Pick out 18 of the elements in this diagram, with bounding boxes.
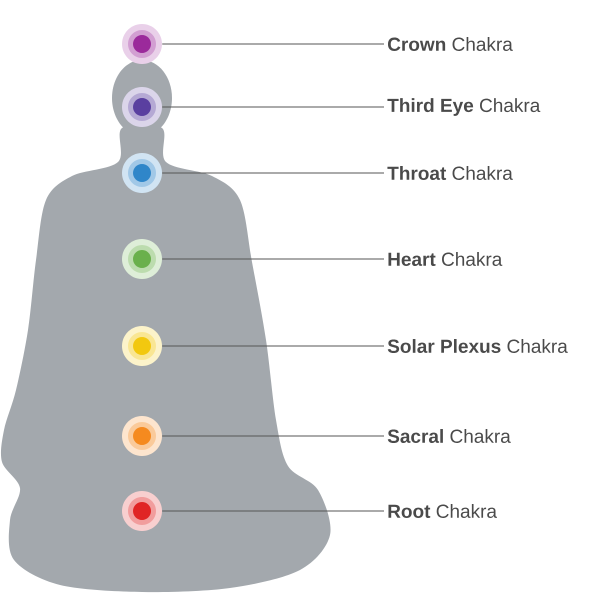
chakra-dot [122, 153, 162, 193]
chakra-label: Solar Plexus Chakra [388, 339, 568, 353]
chakra-label: Throat Chakra [387, 166, 513, 180]
leader-line [162, 106, 384, 108]
leader-line [162, 510, 384, 512]
chakra-dot [122, 239, 162, 279]
chakra-label: Third Eye Chakra [387, 98, 540, 116]
chakra-dot [122, 326, 162, 366]
leader-line [162, 172, 384, 174]
chakra-label: Sacral Chakra [388, 429, 511, 443]
chakra-label: Root Chakra [388, 504, 497, 518]
chakra-dot [122, 87, 162, 127]
chakra-label: Crown Chakra [388, 37, 513, 51]
chakra-label: Heart Chakra [388, 252, 502, 266]
chakra-dot [122, 491, 162, 531]
chakra-dot [122, 24, 162, 64]
leader-line [162, 258, 384, 260]
chakra-dot [122, 416, 162, 456]
